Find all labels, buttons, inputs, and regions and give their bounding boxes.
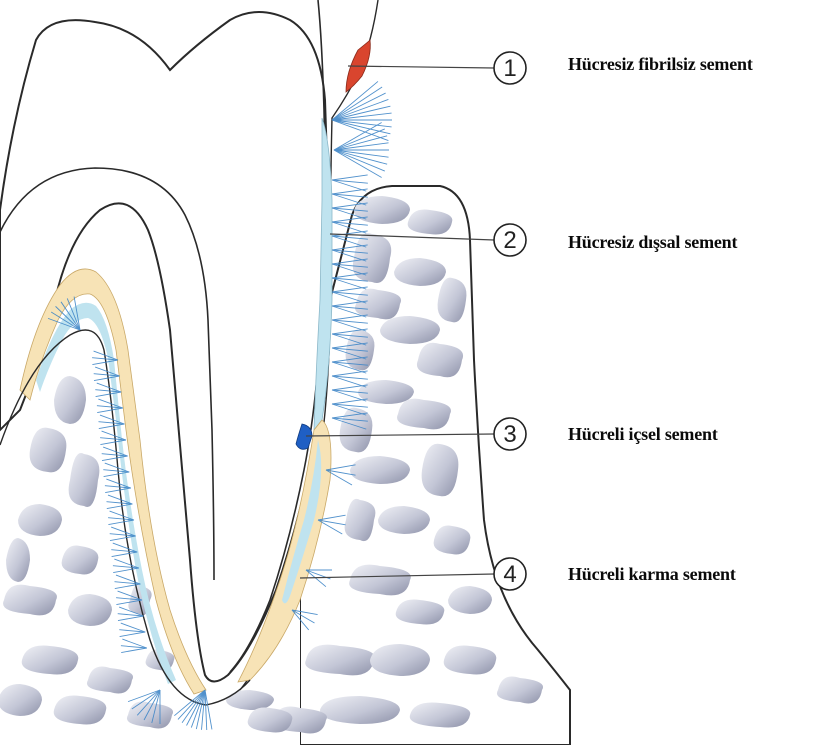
callout-number-2: 2	[503, 227, 516, 254]
bone-cavity	[353, 233, 391, 283]
ligament-fiber	[332, 175, 368, 180]
callout-label-2: Hücresiz dışsal sement	[568, 232, 737, 253]
ligament-fiber	[332, 120, 390, 134]
bone-cavity	[422, 444, 459, 497]
callout-label-1: Hücresiz fibrilsiz sement	[568, 54, 753, 75]
bone-cavity	[370, 644, 430, 676]
ligament-fiber	[334, 136, 387, 150]
callout-number-4: 4	[503, 561, 516, 588]
callout-leader-1	[348, 66, 494, 68]
callout-label-3: Hücreli içsel sement	[568, 424, 718, 445]
bone-cavity	[54, 696, 107, 725]
ligament-fiber	[334, 150, 382, 178]
bone-cavity	[22, 646, 79, 675]
bone-cavity	[62, 546, 99, 575]
bone-cavity	[434, 526, 471, 555]
callout-number-1: 1	[503, 55, 516, 82]
bone-cavity	[18, 504, 62, 536]
ligament-fiber	[113, 568, 139, 573]
bone-cavity	[68, 594, 112, 626]
bone-cavity	[30, 428, 67, 473]
ligament-fiber	[112, 552, 138, 557]
callout-number-3: 3	[503, 421, 516, 448]
ligament-fiber	[332, 189, 368, 194]
ligament-fiber	[334, 150, 387, 164]
bone-cavity	[417, 343, 463, 378]
bone-cavity	[444, 646, 497, 675]
ligament-fiber	[334, 123, 382, 151]
callout-label-4: Hücreli karma sement	[568, 564, 736, 585]
